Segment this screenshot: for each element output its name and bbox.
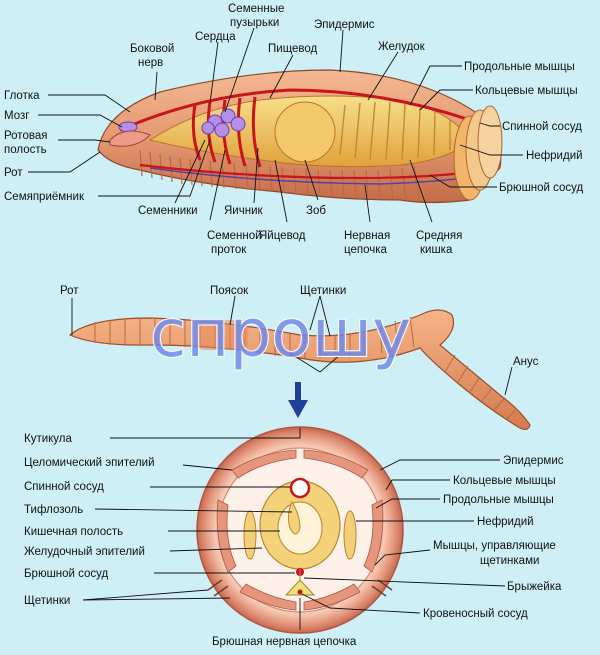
- label-dorsal-vessel: Спинной сосуд: [502, 121, 582, 133]
- label-cross-ventral-vessel: Брюшной сосуд: [24, 568, 109, 580]
- label-circular-muscles: Кольцевые мышцы: [475, 85, 578, 97]
- label-gastric-epithelium: Желудочный эпителий: [24, 546, 145, 558]
- label-oviduct: Яйцевод: [259, 230, 306, 242]
- longitudinal-labels: Глотка Мозг Ротовая полость Рот Семяприё…: [4, 3, 584, 256]
- seminal-vesicles: [201, 108, 246, 138]
- label-pharynx: Глотка: [4, 90, 40, 102]
- label-midgut-1: Средняя: [416, 230, 462, 242]
- cross-dorsal-vessel: [289, 477, 311, 499]
- label-cross-circular-muscles: Кольцевые мышцы: [453, 475, 556, 487]
- label-cross-longitudinal-muscles: Продольные мышцы: [443, 494, 554, 506]
- crop: [274, 101, 336, 163]
- label-spermatheca: Семяприёмник: [4, 191, 85, 203]
- label-mouth: Рот: [4, 167, 23, 179]
- label-sperm-duct-2: проток: [211, 244, 247, 256]
- external-view: Рот Поясок Щетинки Анус: [60, 285, 539, 431]
- label-ext-setae: Щетинки: [300, 285, 346, 297]
- label-lateral-nerve-2: нерв: [138, 57, 163, 69]
- ventral-vessel: [139, 163, 491, 180]
- label-sperm-duct-1: Семенной: [207, 230, 262, 242]
- label-setae-muscles-2: щетинками: [480, 555, 539, 567]
- label-ovary: Яичник: [224, 205, 263, 217]
- label-longitudinal-muscles: Продольные мышцы: [464, 61, 575, 73]
- cross-blood-vessel: [297, 589, 303, 595]
- label-seminal-vesicles-1: Семенные: [228, 3, 284, 15]
- cross-setae: [207, 579, 393, 597]
- label-setae-muscles-1: Мышцы, управляющие: [433, 540, 556, 552]
- label-ext-anus: Анус: [513, 356, 539, 368]
- gut-folds: [339, 101, 451, 161]
- cross-nerve-cord: [284, 579, 316, 596]
- label-cross-epidermis: Эпидермис: [503, 455, 564, 467]
- label-ventral-nerve-cord: Брюшная нервная цепочка: [212, 636, 357, 648]
- leader-ext-anus: [504, 366, 513, 396]
- label-mesentery: Брыжейка: [507, 581, 562, 593]
- label-hearts: Сердца: [195, 31, 236, 43]
- leader-ext-clitellum: [229, 295, 236, 326]
- label-cross-nephridium: Нефридий: [477, 516, 534, 528]
- typhlosole: [287, 500, 301, 535]
- label-blood-vessel: Кровеносный сосуд: [423, 608, 528, 620]
- label-ext-clitellum: Поясок: [210, 285, 249, 297]
- longitudinal-section: [97, 69, 503, 204]
- label-cross-setae: Щетинки: [24, 595, 70, 607]
- label-typhlosole: Тифлозоль: [24, 504, 83, 516]
- leader-ext-setae-c: [284, 349, 341, 373]
- longitudinal-leaders: [28, 27, 523, 223]
- pharynx: [109, 130, 151, 147]
- label-stomach: Желудок: [378, 41, 426, 53]
- label-testes: Семенники: [138, 205, 198, 217]
- cross-section: [196, 426, 404, 634]
- label-midgut-2: кишка: [420, 244, 453, 256]
- leader-ext-setae-a: [309, 295, 321, 331]
- label-ext-mouth: Рот: [60, 285, 79, 297]
- cross-nephridia: [243, 510, 357, 560]
- label-lateral-nerve-1: Боковой: [130, 43, 174, 55]
- clitellum: [198, 320, 248, 350]
- label-nerve-cord-1: Нервная: [344, 230, 390, 242]
- label-crop: Зоб: [306, 205, 326, 217]
- label-nephridium: Нефридий: [526, 150, 583, 162]
- label-ventral-vessel: Брюшной сосуд: [499, 182, 584, 194]
- label-epidermis: Эпидермис: [314, 19, 375, 31]
- label-esophagus: Пищевод: [268, 43, 318, 55]
- label-mouth-cavity-2: полость: [4, 144, 47, 156]
- watermark-text: спрошу: [150, 295, 411, 372]
- cross-leaders: [82, 428, 506, 630]
- down-arrow-icon: [288, 382, 308, 418]
- cross-labels: Кутикула Целомический эпителий Спинной с…: [24, 433, 564, 648]
- label-brain: Мозг: [4, 110, 29, 122]
- nerve-cord: [149, 167, 481, 185]
- label-intestinal-cavity: Кишечная полость: [24, 526, 123, 538]
- label-cross-dorsal-vessel: Спинной сосуд: [24, 481, 104, 493]
- posterior-cut: [453, 105, 503, 201]
- label-mouth-cavity-1: Ротовая: [4, 130, 47, 142]
- leader-ext-setae-b: [319, 295, 331, 337]
- label-seminal-vesicles-2: пузырьки: [230, 17, 279, 29]
- label-cuticle: Кутикула: [24, 433, 73, 445]
- label-nerve-cord-2: цепочка: [344, 244, 387, 256]
- longitudinal-muscle-bundles: [216, 449, 384, 611]
- label-coelomic-epithelium: Целомический эпителий: [24, 457, 155, 469]
